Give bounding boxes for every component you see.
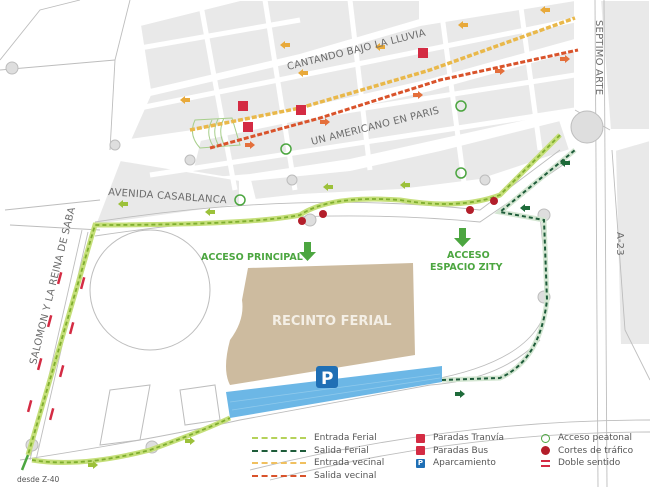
tram-stop-icons (238, 48, 428, 115)
legend-bus: Paradas Bus (416, 445, 504, 457)
route-entrada-vecinal (189, 16, 576, 132)
bus-stop-icon (416, 446, 425, 455)
pedestrian-access-icons (234, 100, 467, 206)
access-zity-arrow (454, 228, 471, 247)
two-way-icon (541, 459, 550, 467)
parking-area[interactable] (226, 366, 442, 418)
legend-pedestrian: Acceso peatonal (541, 432, 633, 444)
street-septimo: SEPTIMO ARTE (593, 20, 604, 95)
local-streets (99, 0, 576, 191)
parking-icon: P (416, 458, 425, 468)
venue-area (226, 263, 415, 385)
legend-salida-vecinal: Salida vecinal (252, 470, 384, 482)
street-a23: A-23 (614, 232, 625, 256)
legend-entrada-ferial: Entrada Ferial (252, 432, 384, 444)
legend-tram: Paradas Tranvía (416, 432, 504, 444)
parking-icon[interactable] (316, 366, 338, 388)
access-zity-label-2: ESPACIO ZITY (430, 262, 503, 273)
pedestrian-access-icon (541, 433, 550, 443)
traffic-cut-icon (541, 446, 550, 455)
legend-two-way: Doble sentido (541, 457, 633, 469)
city-blocks (93, 0, 650, 346)
access-zity-label-1: ACCESO (447, 250, 490, 261)
venue-label: RECINTO FERIAL (272, 314, 392, 329)
svg-text:P: P (321, 369, 333, 389)
legend: Entrada Ferial Salida Ferial Entrada vec… (252, 432, 650, 482)
legend-salida-ferial: Salida Ferial (252, 445, 384, 457)
two-way-arrows (26, 272, 86, 421)
tram-stop-icon (416, 433, 425, 443)
dark-green-arrows (455, 159, 570, 398)
legend-entrada-vecinal: Entrada vecinal (252, 457, 384, 469)
route-salida-vecinal (209, 48, 579, 150)
access-principal-arrow (299, 242, 316, 261)
street-salomon: SALOMON Y LA REINA DE SABA (28, 206, 78, 366)
from-z40-label: desde Z-40 (17, 475, 60, 484)
bus-stop-icons (243, 122, 253, 132)
traffic-cut-icons (298, 197, 498, 225)
legend-traffic-cut: Cortes de tráfico (541, 445, 633, 457)
access-principal-label: ACCESO PRINCIPAL (201, 252, 303, 263)
